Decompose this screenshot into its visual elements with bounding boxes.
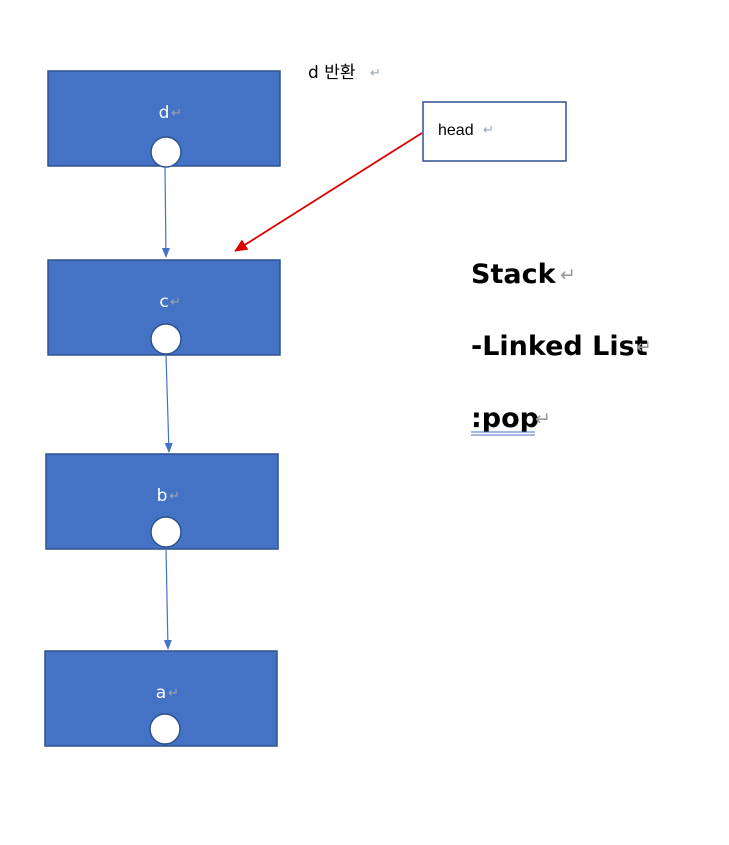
head-box (422, 101, 567, 162)
node-a-label: a (156, 683, 166, 703)
link-c-to-b-arrow (164, 354, 173, 453)
node-b-pointer-circle (150, 516, 182, 548)
node-d-pointer-circle (150, 136, 182, 168)
title-line-linked-list-para-mark: ↵ (636, 336, 652, 358)
title-line-pop-para-mark: ↵ (535, 408, 551, 430)
link-d-to-c-arrow (161, 166, 170, 258)
node-c-pointer-circle (150, 323, 182, 355)
head-para-mark: ↵ (483, 123, 494, 138)
head-pointer: head ↵ (234, 101, 567, 252)
returned-note-para-mark: ↵ (370, 66, 381, 81)
title-line-linked-list: -Linked List (471, 331, 648, 362)
spellcheck-underline (471, 431, 535, 436)
head-arrow (234, 132, 423, 252)
node-c-para-mark: ↵ (170, 295, 181, 310)
node-d-label: d (159, 103, 170, 123)
node-a: a ↵ (44, 650, 278, 747)
title-line-stack: Stack (471, 259, 557, 290)
node-d-para-mark: ↵ (171, 106, 182, 121)
node-c-label: c (159, 292, 168, 312)
node-a-para-mark: ↵ (168, 686, 179, 701)
title-line-stack-para-mark: ↵ (560, 264, 576, 286)
node-a-pointer-circle (149, 713, 181, 745)
node-d: d ↵ (47, 70, 281, 168)
link-b-to-a-arrow (163, 547, 172, 650)
head-label: head (438, 122, 474, 139)
node-b-label: b (157, 486, 168, 506)
returned-note: d 반환 (308, 63, 355, 83)
node-b: b ↵ (45, 453, 279, 550)
node-b-box (45, 453, 279, 550)
title-line-pop: :pop (471, 403, 539, 434)
node-b-para-mark: ↵ (169, 489, 180, 504)
node-c: c ↵ (47, 259, 281, 356)
